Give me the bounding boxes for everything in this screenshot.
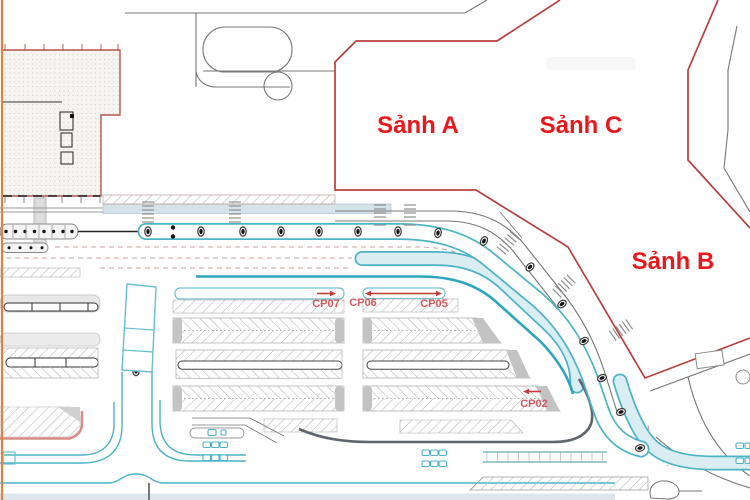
direction-arrows bbox=[317, 290, 541, 395]
parking-rows-right bbox=[362, 287, 561, 434]
vehicle-symbols bbox=[189, 427, 750, 468]
terminal-outline bbox=[334, 0, 750, 380]
hall-a-label: Sảnh A bbox=[377, 112, 459, 139]
far-left-parking-rows bbox=[0, 267, 101, 440]
pickup-cp02-label: CP02 bbox=[520, 398, 548, 410]
building-footprint bbox=[1, 44, 121, 203]
guideway-rails bbox=[483, 451, 607, 463]
bottom-road-strip bbox=[0, 493, 615, 500]
hall-c-label: Sảnh C bbox=[540, 112, 623, 139]
terminal-frontage-band bbox=[102, 194, 392, 214]
bus-bays-and-junction bbox=[0, 283, 615, 500]
parking-rows-left bbox=[172, 287, 345, 433]
pickup-cp06-label: CP06 bbox=[349, 297, 377, 309]
car-cluster bbox=[202, 441, 750, 468]
pickup-cp05-label: CP05 bbox=[420, 298, 448, 310]
labels: Sảnh A Sảnh C Sảnh B CP07 CP06 CP05 CP02 bbox=[312, 112, 714, 410]
curbside-structures bbox=[125, 0, 488, 101]
canopy-strips bbox=[0, 223, 138, 253]
bottom-median bbox=[469, 476, 702, 500]
exit-road bbox=[612, 373, 750, 471]
pickup-cp07-label: CP07 bbox=[312, 298, 340, 310]
hall-b-label: Sảnh B bbox=[632, 248, 715, 275]
road-edges bbox=[335, 25, 750, 489]
faint-watermark bbox=[546, 57, 636, 70]
